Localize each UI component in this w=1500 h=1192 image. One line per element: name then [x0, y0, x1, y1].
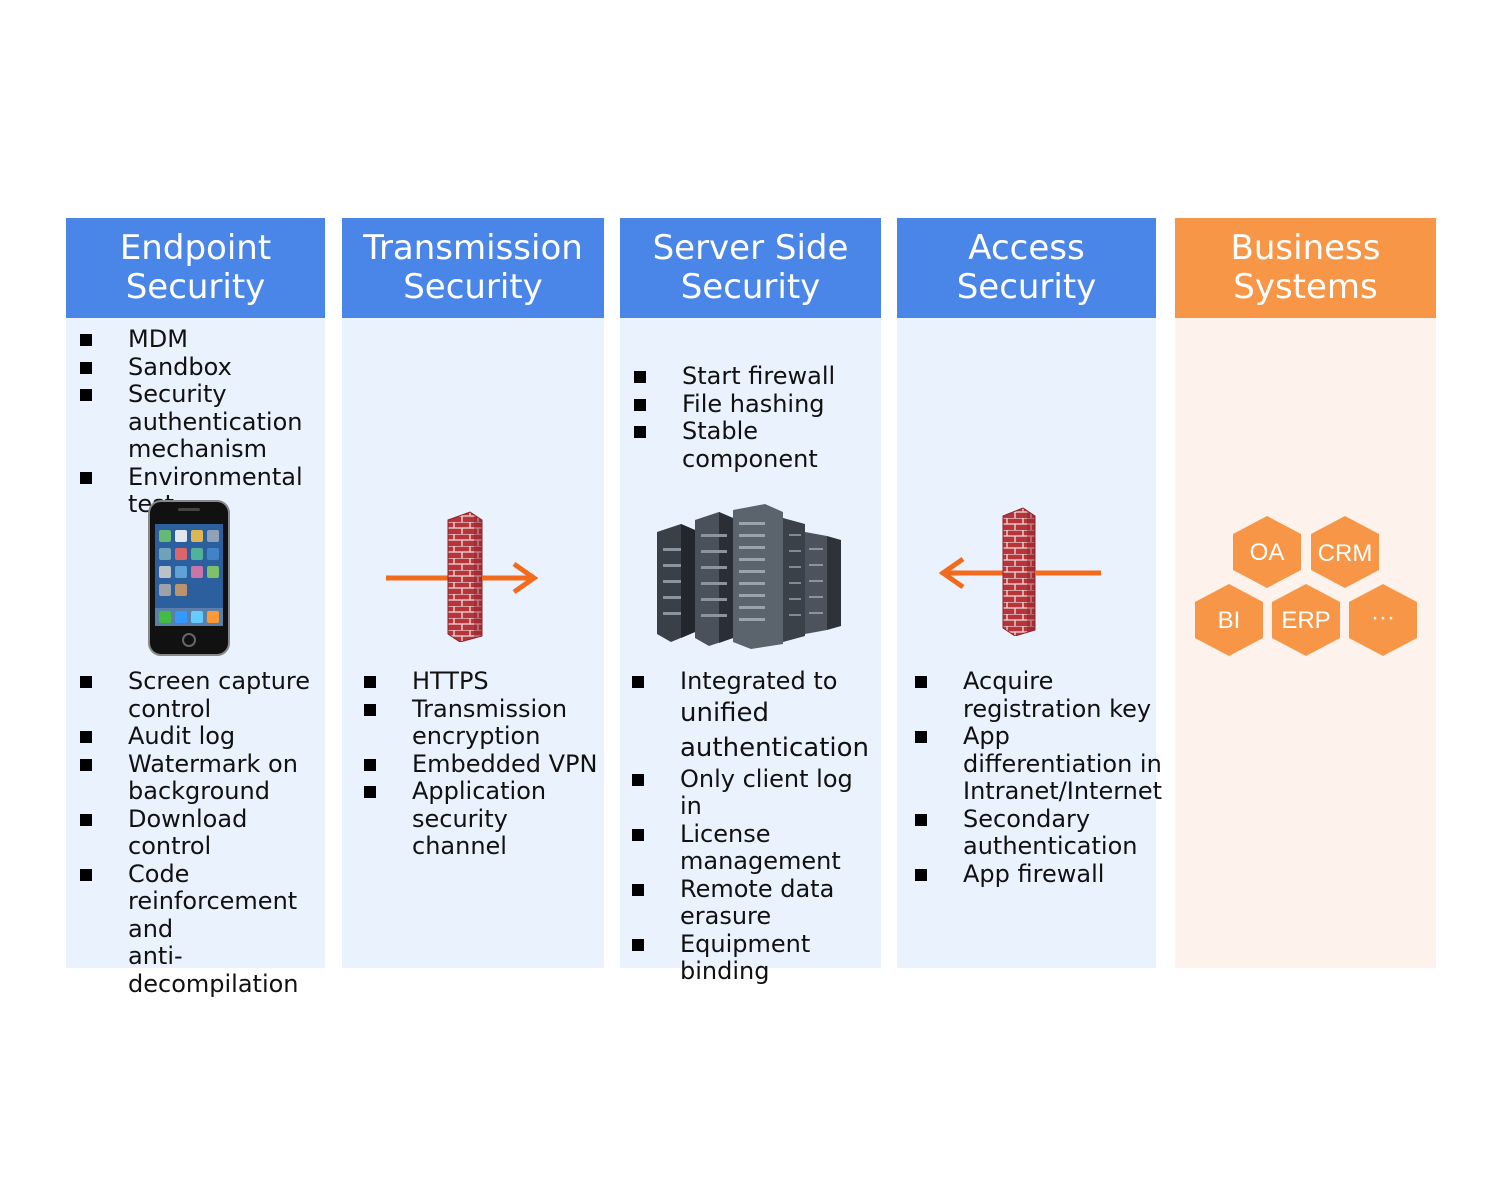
column-transmission-security: Transmission Security HTTPS Transmission… — [342, 218, 604, 968]
column-header: Business Systems — [1175, 218, 1436, 318]
header-line: Security — [956, 267, 1097, 307]
list-item: App firewall — [915, 860, 1162, 889]
header-line: Security — [680, 267, 821, 307]
column-body: OA CRM BI ERP ··· — [1175, 318, 1436, 968]
column-header: Access Security — [897, 218, 1156, 318]
smartphone-icon — [148, 500, 230, 656]
firewall-icon — [386, 511, 539, 642]
svg-text:ERP: ERP — [1281, 607, 1330, 634]
list-item: Stable component — [634, 417, 881, 473]
hexagon-bi: BI — [1195, 584, 1263, 656]
svg-text:BI: BI — [1218, 607, 1241, 634]
list-item: Download control — [80, 805, 325, 861]
svg-text:CRM: CRM — [1318, 540, 1373, 567]
hexagon-erp: ERP — [1272, 584, 1340, 656]
header-line: Business — [1230, 228, 1381, 268]
header-line: Server Side — [652, 228, 849, 268]
header-line: Access — [968, 228, 1085, 268]
svg-text:···: ··· — [1371, 604, 1395, 631]
header-line: Security — [403, 267, 543, 307]
column-header: Endpoint Security — [66, 218, 325, 318]
header-line: Systems — [1233, 267, 1378, 307]
hexagon-more: ··· — [1349, 584, 1417, 656]
list-item: Start firewall — [634, 362, 881, 391]
column-business-systems: Business Systems OA CRM BI ERP ··· — [1175, 218, 1436, 968]
list-item: HTTPS — [364, 667, 604, 696]
list-item: Only client log in — [632, 765, 881, 821]
header-line: Transmission — [363, 228, 583, 268]
business-systems-hexagons: OA CRM BI ERP ··· — [1195, 516, 1417, 656]
list-item: Audit log — [80, 722, 325, 751]
header-line: Security — [125, 267, 266, 307]
firewall-icon — [938, 507, 1101, 636]
list-item: Embedded VPN — [364, 750, 604, 779]
hexagon-oa: OA — [1233, 516, 1301, 588]
top-list: Start firewall File hashing Stable compo… — [634, 362, 881, 473]
header-line: Endpoint — [119, 228, 272, 268]
column-header: Server Side Security — [620, 218, 881, 318]
server-rack-icon — [657, 504, 841, 649]
hexagon-crm: CRM — [1311, 516, 1379, 588]
list-item: MDM — [80, 325, 325, 354]
list-item: File hashing — [634, 390, 881, 419]
list-item: Environmental test — [80, 463, 325, 519]
column-body: Start firewall File hashing Stable compo… — [620, 318, 881, 985]
column-server-side-security: Server Side Security Start firewall File… — [620, 218, 881, 985]
list-item: Sandbox — [80, 353, 325, 382]
column-header: Transmission Security — [342, 218, 604, 318]
svg-text:OA: OA — [1250, 539, 1285, 566]
